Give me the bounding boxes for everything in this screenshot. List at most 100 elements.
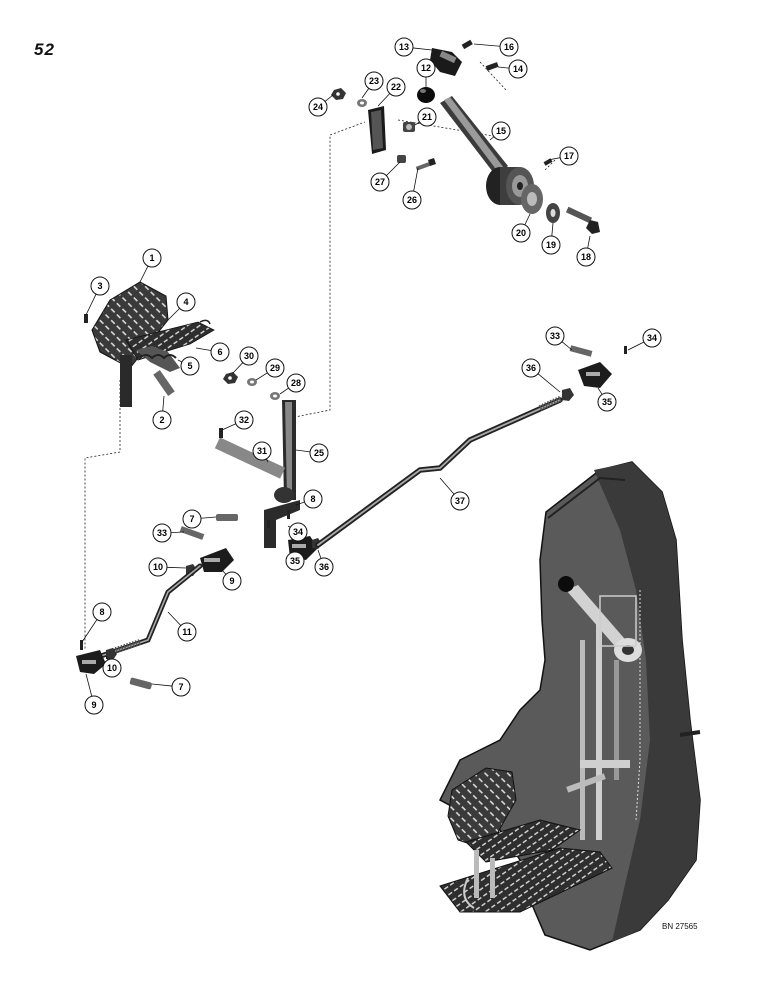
callout-circle xyxy=(176,292,196,312)
callout-label: 30 xyxy=(244,351,254,361)
callout-label: 26 xyxy=(407,195,417,205)
callout-label: 16 xyxy=(504,42,514,52)
callout-label: 20 xyxy=(516,228,526,238)
callout-19: 19 xyxy=(541,222,561,255)
callout-34: 34 xyxy=(287,522,308,542)
callout-10: 10 xyxy=(102,655,122,678)
callout-label: 1 xyxy=(149,253,154,263)
callout-label: 22 xyxy=(391,82,401,92)
callout-leader xyxy=(221,569,227,575)
callout-leader xyxy=(139,265,149,283)
callout-label: 7 xyxy=(178,682,183,692)
callout-circle xyxy=(402,190,422,210)
callout-label: 12 xyxy=(421,63,431,73)
callout-leader xyxy=(167,308,180,321)
callout-label: 11 xyxy=(182,627,192,637)
callout-28: 28 xyxy=(279,373,306,395)
callout-label: 29 xyxy=(270,363,280,373)
callout-36: 36 xyxy=(521,358,561,393)
callout-leader xyxy=(170,531,185,533)
callout-circle xyxy=(416,58,436,78)
callout-circle xyxy=(576,247,596,267)
callout-circle xyxy=(142,248,162,268)
callout-33: 33 xyxy=(545,326,573,351)
callout-leader xyxy=(295,501,305,506)
callout-label: 24 xyxy=(313,102,323,112)
callout-label: 21 xyxy=(422,112,432,122)
callout-12: 12 xyxy=(416,58,436,88)
callout-leader xyxy=(151,683,173,687)
callout-circle xyxy=(152,410,172,430)
callout-leader xyxy=(414,121,420,126)
callout-circle xyxy=(511,223,531,243)
callout-15: 15 xyxy=(489,121,511,141)
callout-circle xyxy=(541,235,561,255)
callout-leader xyxy=(587,235,591,249)
callout-leader xyxy=(377,93,391,107)
callout-circle xyxy=(102,658,122,678)
callout-circle xyxy=(394,37,414,57)
callout-circle xyxy=(177,622,197,642)
callout-leader xyxy=(85,293,97,316)
callout-leader xyxy=(232,362,244,374)
callout-27: 27 xyxy=(370,161,401,192)
callout-leader xyxy=(361,88,370,99)
callout-circle xyxy=(597,392,617,412)
callout-label: 36 xyxy=(319,562,329,572)
callout-label: 37 xyxy=(455,496,465,506)
callout-label: 9 xyxy=(229,576,234,586)
callout-circle xyxy=(210,342,230,362)
callout-26: 26 xyxy=(402,167,422,210)
callout-label: 15 xyxy=(496,126,506,136)
callout-label: 2 xyxy=(159,415,164,425)
callout-circle xyxy=(308,97,328,117)
callout-leader xyxy=(497,66,510,69)
callout-leader xyxy=(547,157,561,161)
callout-circle xyxy=(171,677,191,697)
callout-7: 7 xyxy=(182,509,217,529)
assembly-guide-lines xyxy=(84,61,556,650)
callout-3: 3 xyxy=(85,276,110,316)
callout-leader xyxy=(85,673,93,697)
callout-circle xyxy=(180,356,200,376)
callout-11: 11 xyxy=(167,611,197,642)
callout-24: 24 xyxy=(308,94,334,117)
callout-18: 18 xyxy=(576,235,596,267)
callout-layer: 1234567891011121314151617181920212223242… xyxy=(81,37,662,715)
callout-circle xyxy=(239,346,259,366)
callout-8: 8 xyxy=(81,602,112,643)
callout-label: 17 xyxy=(564,151,574,161)
callout-leader xyxy=(413,167,419,192)
callout-circle xyxy=(499,37,519,57)
callout-circle xyxy=(417,107,437,127)
callout-29: 29 xyxy=(255,358,285,381)
callout-5: 5 xyxy=(177,356,200,376)
callout-circle xyxy=(84,695,104,715)
callout-label: 31 xyxy=(257,446,267,456)
page-number: 52 xyxy=(34,40,55,59)
callout-label: 5 xyxy=(187,361,192,371)
callout-leader xyxy=(195,347,212,351)
callout-leader xyxy=(627,341,645,351)
callout-label: 33 xyxy=(550,331,560,341)
callout-21: 21 xyxy=(414,107,437,127)
callout-23: 23 xyxy=(361,71,384,99)
hand-lever-assembly xyxy=(331,39,600,234)
callout-circle xyxy=(286,373,306,393)
callout-leader xyxy=(324,94,334,102)
callout-14: 14 xyxy=(497,59,528,79)
callout-8: 8 xyxy=(295,489,323,509)
callout-label: 35 xyxy=(290,556,300,566)
callout-label: 18 xyxy=(581,252,591,262)
callout-circle xyxy=(285,551,305,571)
foot-pedal-assembly xyxy=(84,281,280,407)
callout-35: 35 xyxy=(285,551,305,571)
callout-1: 1 xyxy=(139,248,162,283)
callout-20: 20 xyxy=(511,213,531,243)
callout-37: 37 xyxy=(439,477,470,511)
callout-35: 35 xyxy=(597,387,617,412)
callout-17: 17 xyxy=(547,146,579,166)
callout-circle xyxy=(148,557,168,577)
callout-label: 23 xyxy=(369,76,379,86)
